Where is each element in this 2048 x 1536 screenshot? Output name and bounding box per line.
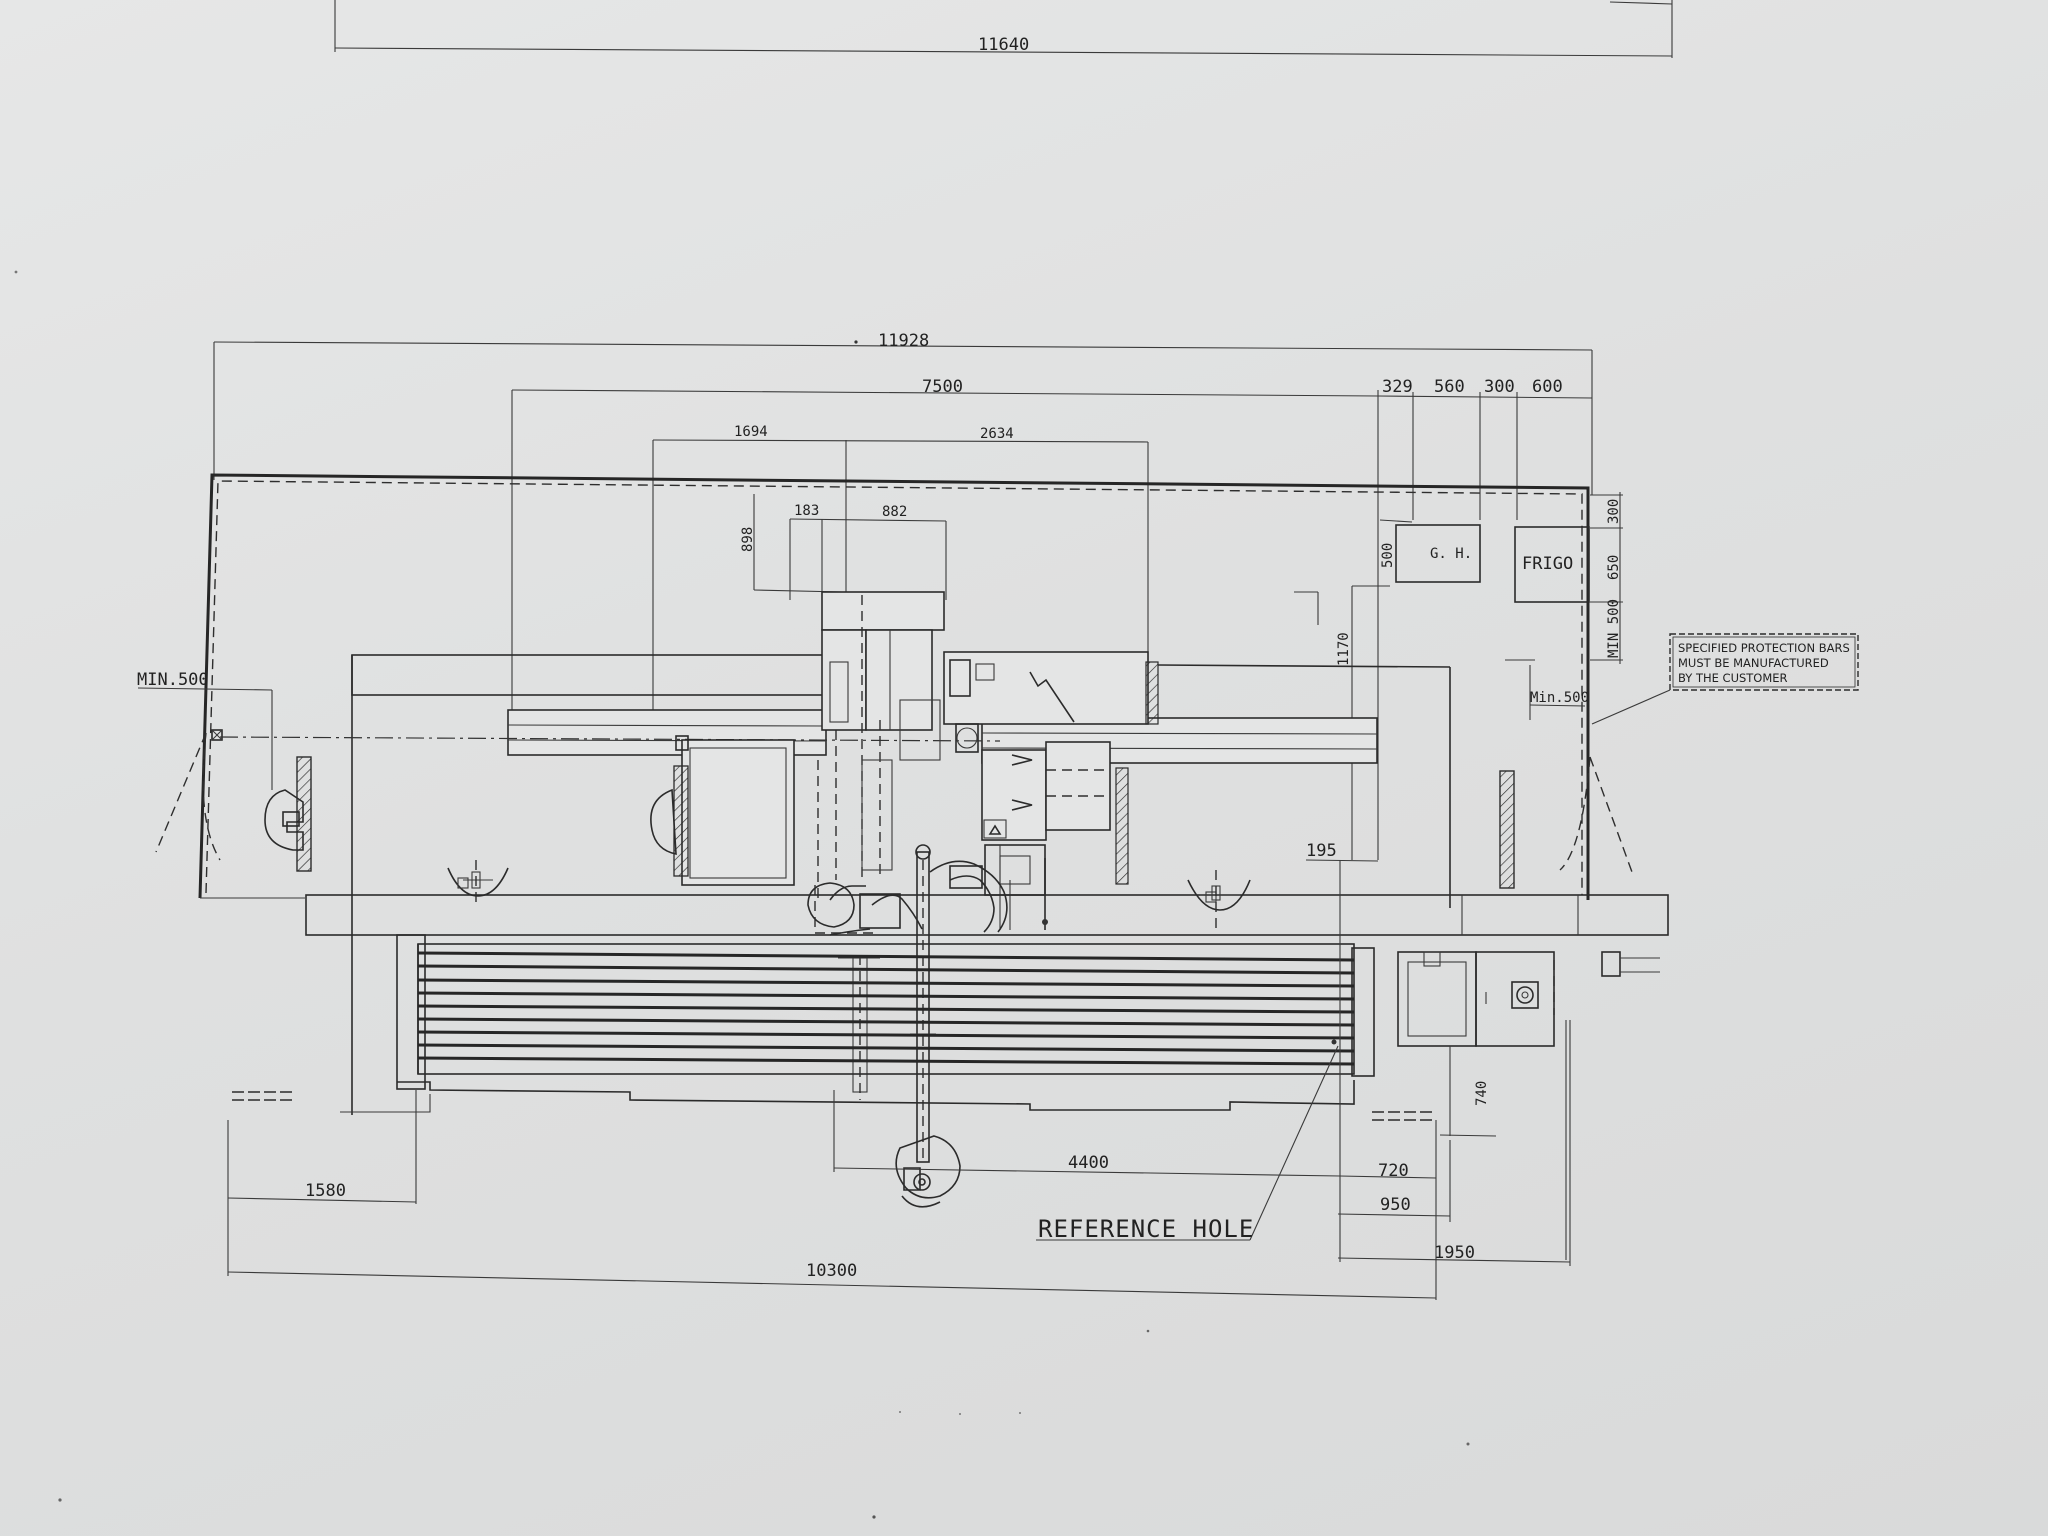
dim-v500: 500 — [1380, 543, 1396, 568]
dim-4400: 4400 — [1068, 1153, 1109, 1173]
head-dimensions: 1694 2634 183 882 898 — [652, 424, 1149, 720]
dim-1694: 1694 — [734, 424, 768, 440]
dim-min500-left: MIN.500 — [137, 670, 209, 690]
bottom-dimensions: 195 740 4400 720 950 1580 1950 10300 — [227, 841, 1571, 1300]
note-line-3: BY THE CUSTOMER — [1678, 671, 1788, 685]
vertical-arm — [895, 844, 961, 1208]
dim-v740: 740 — [1474, 1081, 1490, 1106]
dim-7500: 7500 — [922, 377, 963, 397]
right-head — [943, 651, 1159, 885]
table-pivot — [838, 955, 880, 1100]
dim-11640: 11640 — [978, 35, 1029, 55]
dim-v1170: 1170 — [1336, 632, 1352, 666]
dim-329: 329 — [1382, 377, 1413, 397]
left-carriage — [650, 735, 795, 886]
note-line-1: SPECIFIED PROTECTION BARS — [1678, 641, 1850, 655]
dim-11928: 11928 — [878, 331, 929, 351]
dim-2634: 2634 — [980, 426, 1014, 442]
dim-300: 300 — [1484, 377, 1515, 397]
dim-1950: 1950 — [1434, 1243, 1475, 1263]
work-table — [305, 894, 1669, 1113]
dim-882: 882 — [882, 504, 907, 520]
dim-v300: 300 — [1606, 499, 1622, 524]
left-protection-bar — [264, 756, 312, 872]
reference-hole-callout: REFERENCE HOLE — [1036, 1045, 1339, 1243]
operator-symbol-right — [1187, 870, 1251, 930]
operator-symbol-left — [447, 860, 509, 906]
protection-note: SPECIFIED PROTECTION BARS MUST BE MANUFA… — [1591, 633, 1859, 725]
frigo-label: FRIGO — [1522, 554, 1573, 574]
dim-600: 600 — [1532, 377, 1563, 397]
frigo-unit: FRIGO 300 650 MIN 500 — [1514, 492, 1623, 664]
dim-min500-right: Min.500 — [1530, 690, 1589, 706]
gh-unit: 500 G. H. — [1379, 519, 1481, 583]
paper-specks — [14, 270, 1470, 1519]
gh-label: G. H. — [1430, 546, 1472, 562]
dim-1580: 1580 — [305, 1181, 346, 1201]
safety-fence: MIN.500 — [137, 473, 1633, 900]
dim-183: 183 — [794, 503, 819, 519]
central-column — [817, 591, 945, 900]
dim-898: 898 — [740, 527, 756, 552]
control-cabinet — [1397, 951, 1660, 1260]
arm-mechanism — [807, 844, 1048, 936]
dim-720: 720 — [1378, 1161, 1409, 1181]
leveling-marks — [232, 1091, 1434, 1121]
min500-right: Min.500 — [1505, 659, 1589, 720]
dim-195: 195 — [1306, 841, 1337, 861]
overall-dimensions: 11928 7500 329 560 300 600 — [213, 331, 1593, 860]
note-line-2: MUST BE MANUFACTURED — [1678, 656, 1829, 670]
right-protection-bar — [1499, 770, 1515, 889]
dim-v650: 650 — [1606, 555, 1622, 580]
dim-950: 950 — [1380, 1195, 1411, 1215]
dim-10300: 10300 — [806, 1261, 857, 1281]
dim-560: 560 — [1434, 377, 1465, 397]
top-dimension-11640: 11640 — [334, 0, 1673, 58]
reference-hole-label: REFERENCE HOLE — [1038, 1215, 1254, 1243]
dim-vmin500: MIN 500 — [1606, 599, 1622, 658]
